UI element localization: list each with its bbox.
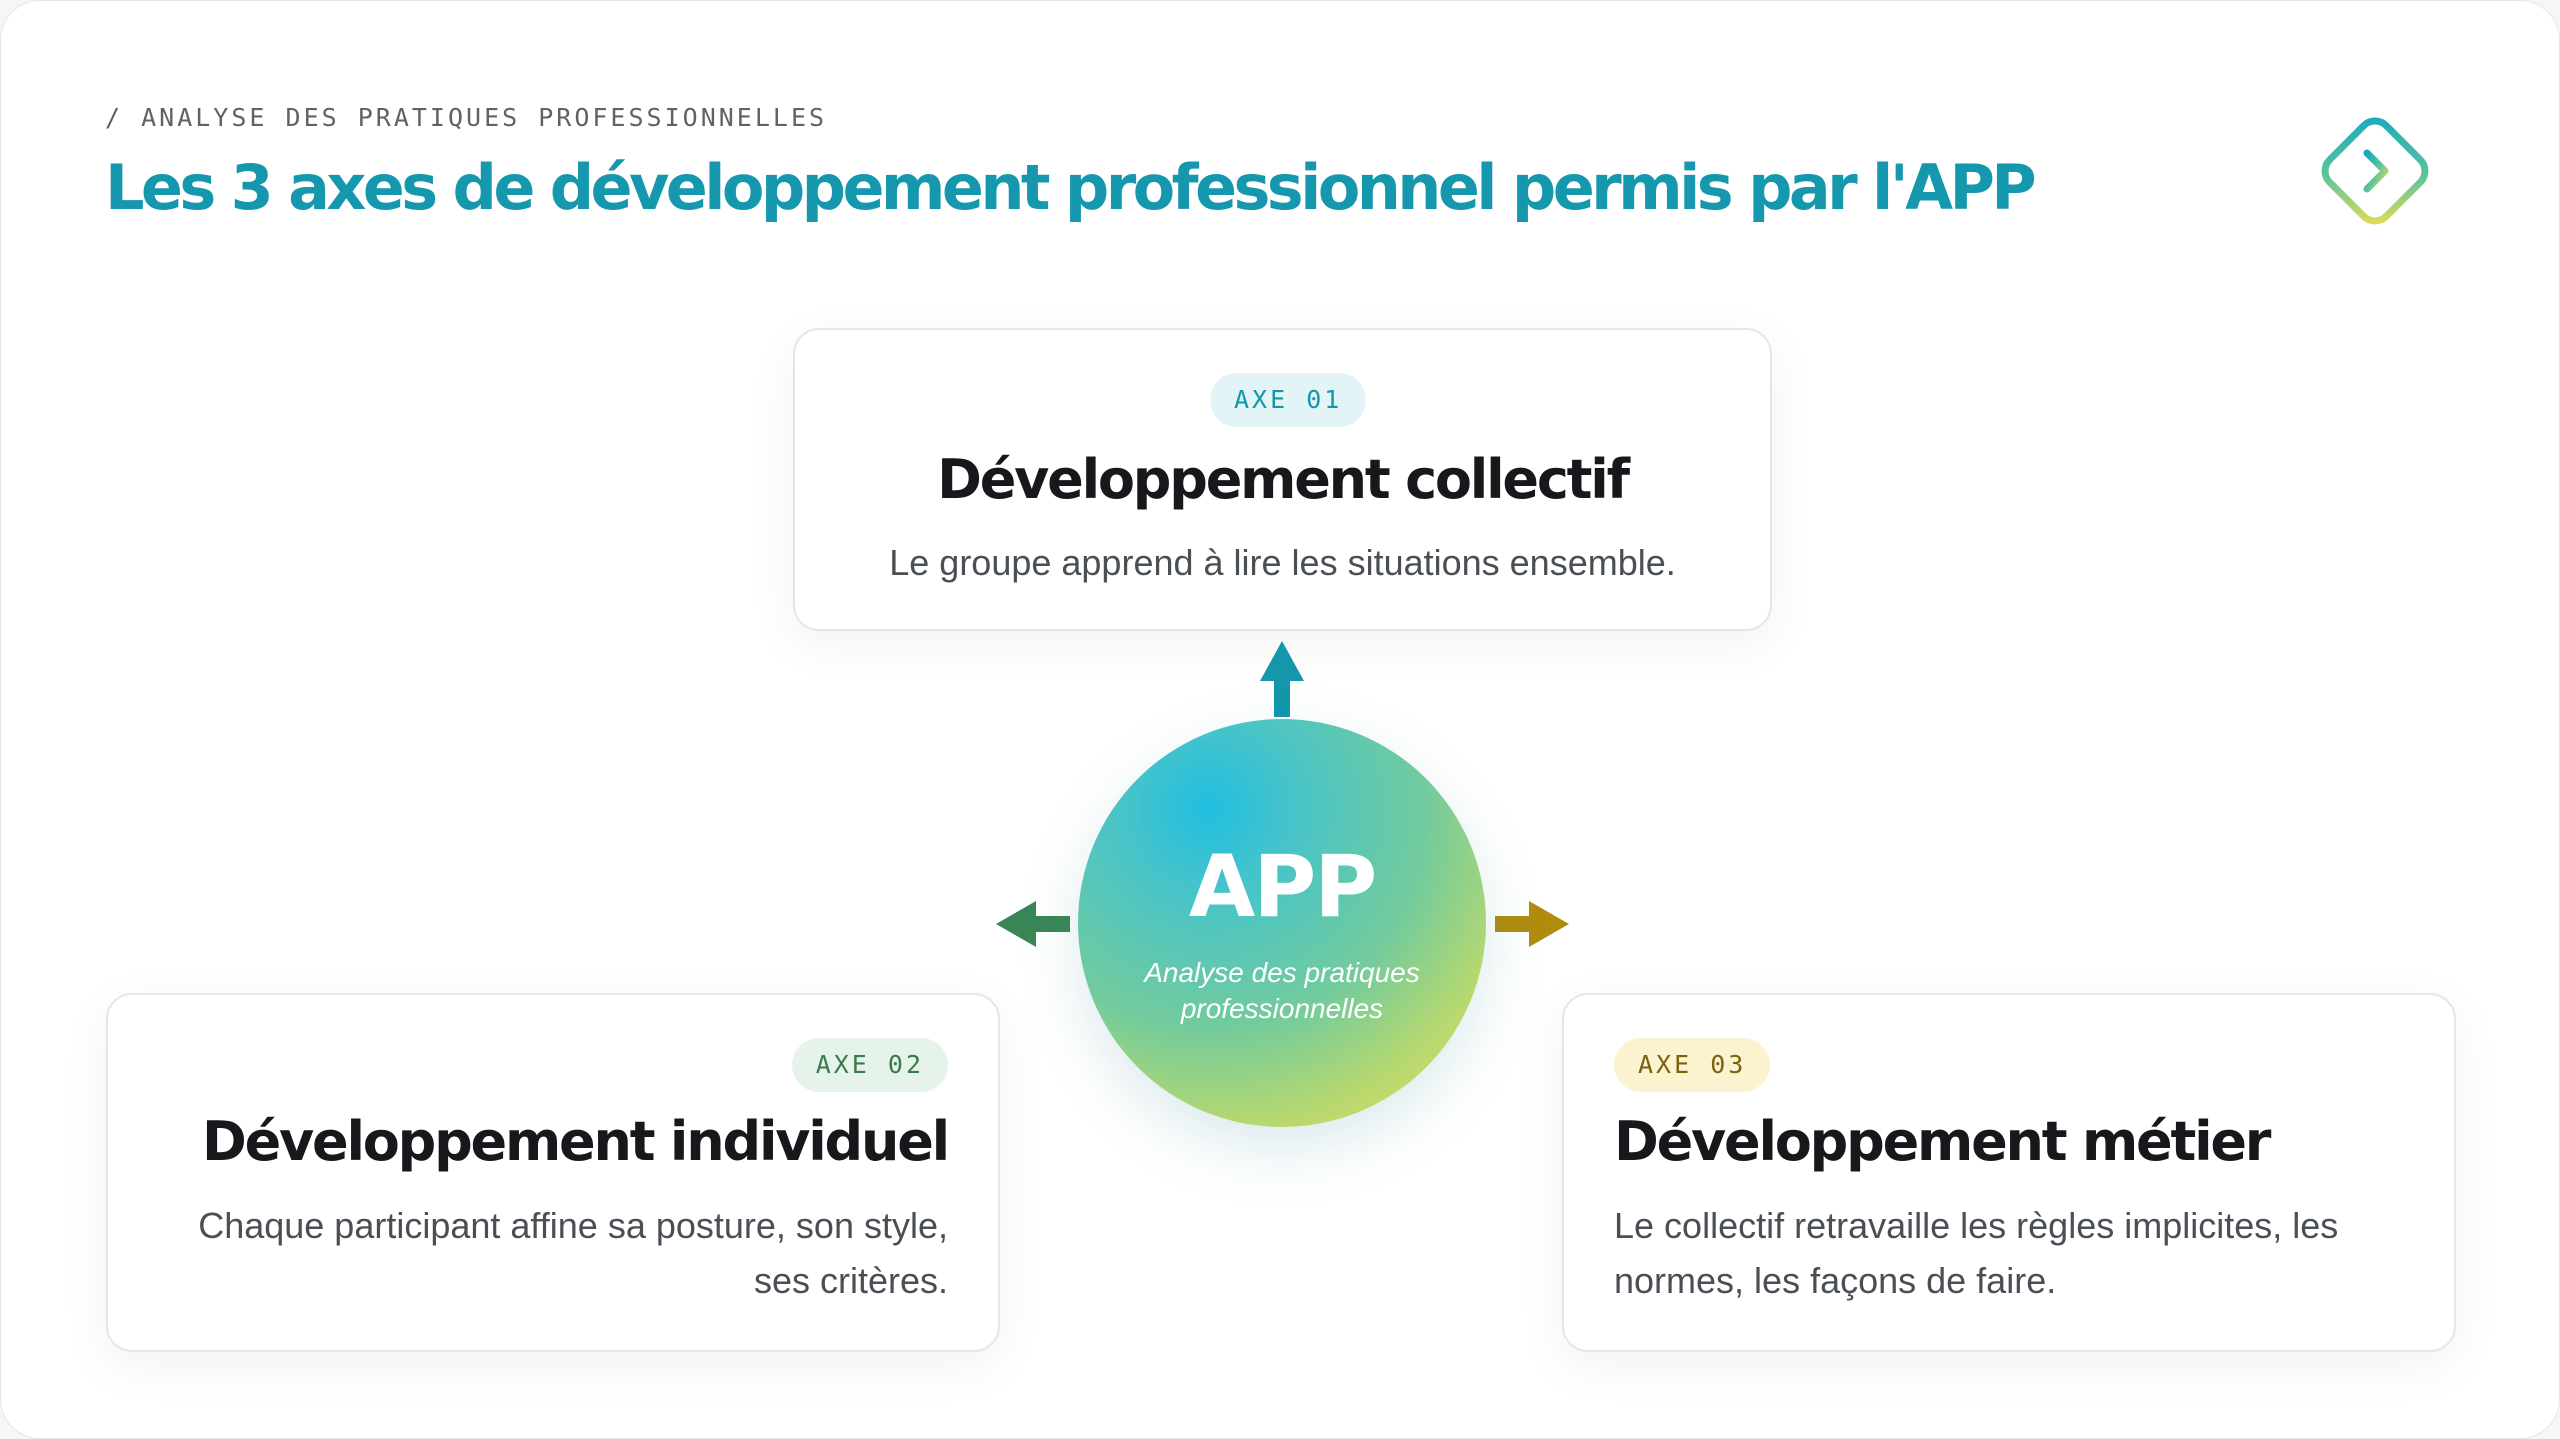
axis-badge: AXE 03 <box>1614 1038 1771 1092</box>
center-title: APP <box>1188 837 1378 937</box>
axis-card-collectif: AXE 01 Développement collectif Le groupe… <box>793 328 1772 631</box>
axis-badge: AXE 01 <box>1210 373 1367 427</box>
axis-card-individuel: AXE 02 Développement individuel Chaque p… <box>106 993 1000 1352</box>
axis-description: Chaque participant affine sa posture, so… <box>198 1205 948 1301</box>
chevron-right-diamond-icon <box>2321 117 2429 225</box>
section-eyebrow: / ANALYSE DES PRATIQUES PROFESSIONNELLES <box>105 103 828 132</box>
axis-card-metier: AXE 03 Développement métier Le collectif… <box>1562 993 2456 1352</box>
app-center-circle: APP Analyse des pratiques professionnell… <box>1078 719 1486 1127</box>
axis-title: Développement métier <box>1614 1110 2271 1173</box>
axis-title: Développement individuel <box>201 1110 950 1173</box>
axis-description: Le collectif retravaille les règles impl… <box>1614 1205 2339 1301</box>
center-subtitle: Analyse des pratiques professionnelles <box>1144 957 1420 1024</box>
arrow-left-icon <box>996 901 1070 947</box>
axis-badge: AXE 02 <box>791 1038 948 1092</box>
arrow-right-icon <box>1495 901 1569 947</box>
arrow-up-icon <box>1260 641 1304 717</box>
axis-description: Le groupe apprend à lire les situations … <box>889 542 1676 583</box>
page-title: Les 3 axes de développement professionne… <box>105 151 2037 224</box>
axis-title: Développement collectif <box>937 448 1630 511</box>
